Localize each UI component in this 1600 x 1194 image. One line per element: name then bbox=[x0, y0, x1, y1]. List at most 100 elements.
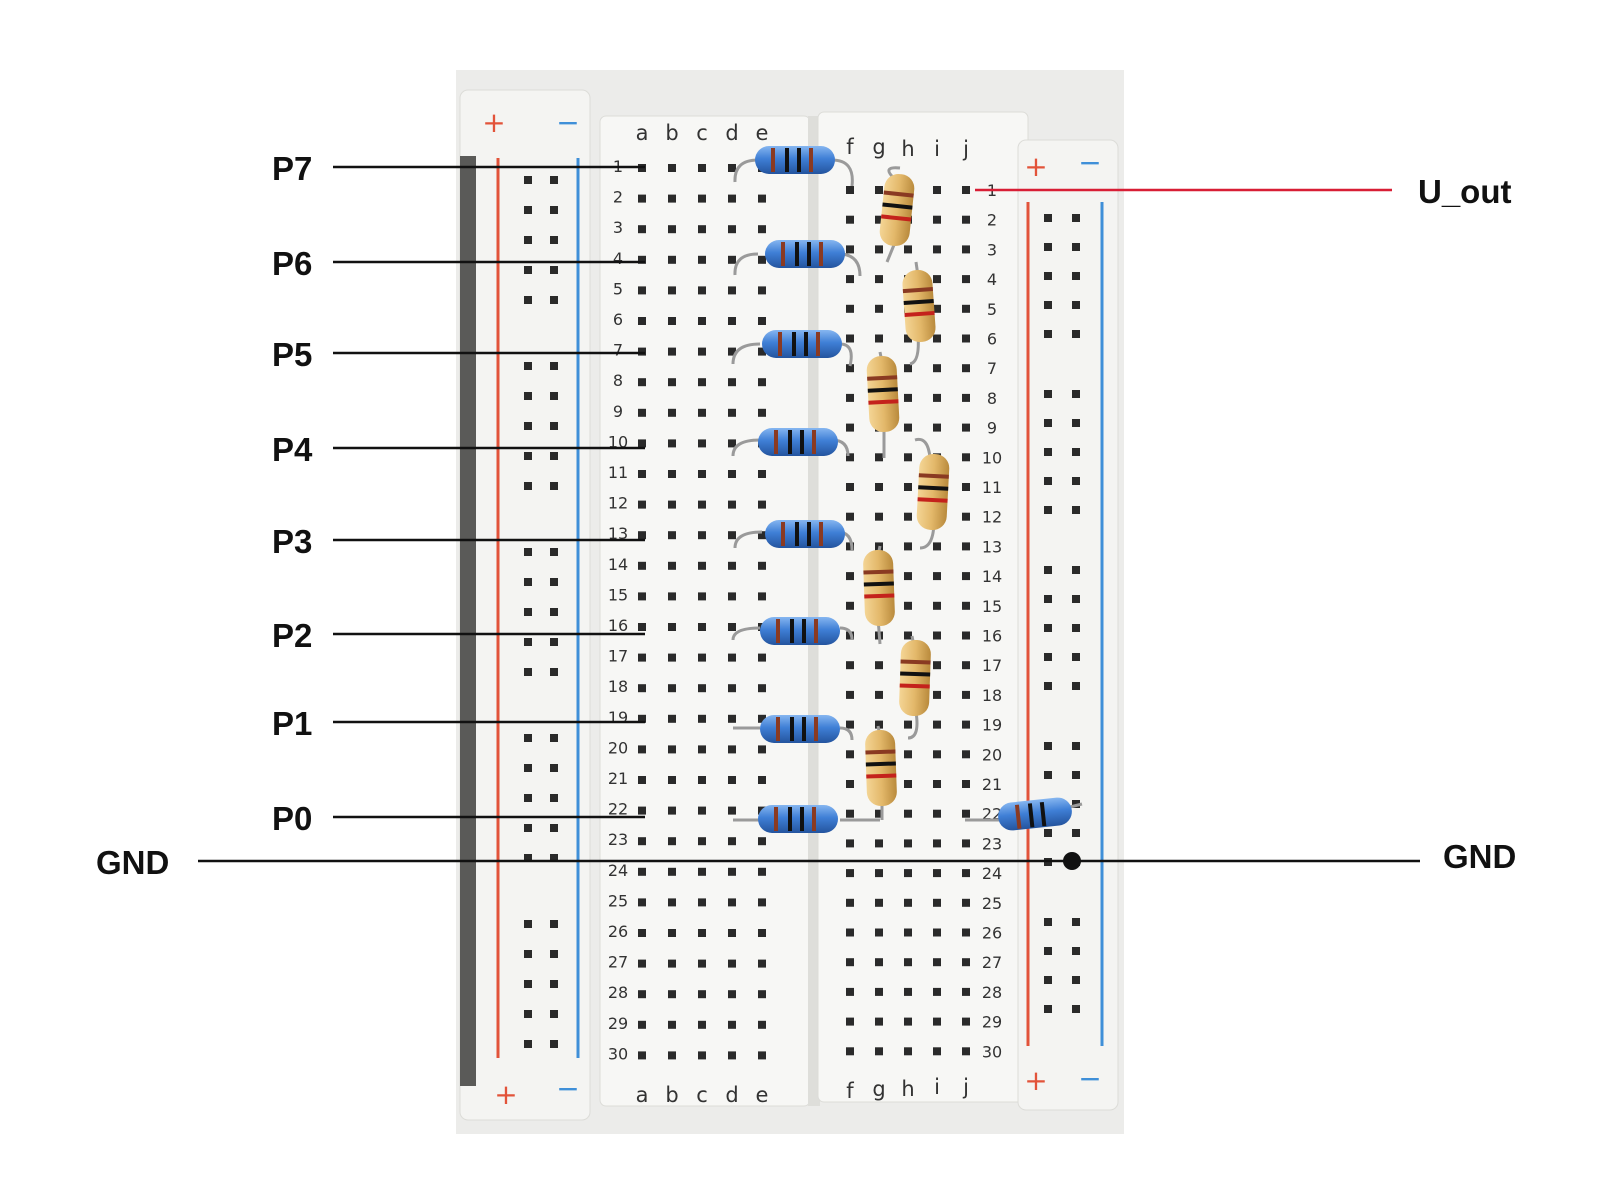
row-number: 25 bbox=[982, 894, 1002, 913]
band bbox=[809, 148, 813, 172]
row-numbers-right: 1234567891011121314151617181920212223242… bbox=[982, 181, 1002, 1061]
breadboard-hole bbox=[875, 275, 883, 284]
band bbox=[1039, 802, 1047, 827]
breadboard-hole bbox=[758, 347, 766, 356]
rail-hole bbox=[1044, 243, 1052, 251]
breadboard-hole bbox=[638, 378, 646, 387]
band bbox=[866, 773, 897, 779]
breadboard-hole bbox=[904, 750, 912, 759]
row-number: 23 bbox=[982, 834, 1002, 853]
rail-hole bbox=[524, 608, 532, 616]
breadboard-hole bbox=[698, 286, 706, 295]
rail-hole bbox=[1044, 624, 1052, 632]
row-number: 18 bbox=[608, 677, 628, 696]
rail-hole bbox=[1072, 653, 1080, 661]
resistor-body bbox=[762, 330, 842, 358]
band bbox=[900, 659, 931, 665]
rail-hole bbox=[1044, 390, 1052, 398]
breadboard-hole bbox=[933, 601, 941, 610]
row-number: 10 bbox=[982, 448, 1002, 467]
row-number: 18 bbox=[982, 686, 1002, 705]
column-letter: a bbox=[636, 121, 649, 145]
band bbox=[785, 148, 789, 172]
band bbox=[800, 807, 804, 831]
breadboard-hole bbox=[962, 393, 970, 402]
breadboard-hole bbox=[758, 225, 766, 234]
band bbox=[864, 593, 895, 599]
rail-hole bbox=[550, 176, 558, 184]
breadboard-hole bbox=[846, 750, 854, 759]
breadboard-hole bbox=[904, 1017, 912, 1026]
breadboard-hole bbox=[758, 531, 766, 540]
breadboard-hole bbox=[668, 561, 676, 570]
breadboard-hole bbox=[933, 690, 941, 699]
rail-hole bbox=[524, 548, 532, 556]
rail-hole bbox=[1072, 829, 1080, 837]
row-number: 5 bbox=[987, 300, 997, 319]
breadboard-hole bbox=[846, 809, 854, 818]
breadboard-hole bbox=[638, 776, 646, 784]
rail-hole bbox=[524, 296, 532, 304]
band bbox=[774, 807, 778, 831]
resistor-body bbox=[765, 240, 845, 268]
breadboard-hole bbox=[962, 275, 970, 284]
rail-hole bbox=[524, 392, 532, 400]
band bbox=[790, 619, 794, 643]
rail-plus-bottom-left: + bbox=[494, 1078, 517, 1111]
breadboard-hole bbox=[698, 561, 706, 570]
breadboard-hole bbox=[698, 225, 706, 234]
rail-minus-top-left: − bbox=[556, 106, 579, 139]
breadboard-hole bbox=[846, 304, 854, 313]
breadboard-hole bbox=[728, 317, 736, 325]
breadboard-hole bbox=[904, 780, 912, 788]
row-number: 4 bbox=[987, 270, 997, 289]
breadboard-hole bbox=[875, 512, 883, 521]
rail-hole bbox=[1072, 595, 1080, 603]
band bbox=[881, 214, 912, 222]
breadboard-hole bbox=[846, 542, 854, 551]
rail-hole bbox=[524, 824, 532, 832]
label-p5: P5 bbox=[272, 336, 312, 373]
breadboard-hole bbox=[904, 869, 912, 878]
breadboard-hole bbox=[933, 928, 941, 937]
resistor-2r-p1 bbox=[733, 715, 854, 743]
band bbox=[800, 430, 804, 454]
breadboard-hole bbox=[698, 439, 706, 448]
column-letter: e bbox=[756, 121, 769, 145]
breadboard-hole bbox=[933, 869, 941, 878]
breadboard-hole bbox=[758, 470, 766, 478]
rail-hole bbox=[1044, 214, 1052, 222]
breadboard-hole bbox=[758, 408, 766, 417]
row-number: 19 bbox=[982, 716, 1002, 735]
row-number: 28 bbox=[608, 983, 628, 1002]
resistor-2r-termination bbox=[965, 797, 1083, 831]
breadboard-hole bbox=[962, 1017, 970, 1026]
rail-minus-bottom-left: − bbox=[556, 1072, 579, 1105]
breadboard-hole bbox=[962, 483, 970, 491]
row-number: 11 bbox=[608, 463, 628, 482]
breadboard-hole bbox=[904, 631, 912, 640]
breadboard-hole bbox=[728, 225, 736, 234]
breadboard-hole bbox=[962, 186, 970, 194]
row-number: 25 bbox=[608, 891, 628, 910]
row-number: 16 bbox=[982, 627, 1002, 646]
breadboard-hole bbox=[728, 837, 736, 846]
resistor-body bbox=[760, 617, 840, 645]
row-number: 21 bbox=[982, 775, 1002, 794]
breadboard-hole bbox=[698, 684, 706, 693]
row-number: 19 bbox=[608, 708, 628, 727]
row-number: 20 bbox=[608, 738, 628, 757]
breadboard-hole bbox=[904, 393, 912, 402]
breadboard-hole bbox=[698, 806, 706, 815]
breadboard-hole bbox=[875, 869, 883, 878]
row-number: 3 bbox=[987, 240, 997, 259]
rail-hole bbox=[550, 392, 558, 400]
breadboard-hole bbox=[728, 531, 736, 540]
rail-hole bbox=[524, 266, 532, 274]
breadboard-hole bbox=[758, 255, 766, 264]
breadboard-hole bbox=[875, 661, 883, 670]
breadboard-hole bbox=[668, 653, 676, 662]
rail-hole bbox=[1044, 477, 1052, 485]
breadboard-hole bbox=[728, 990, 736, 999]
breadboard-hole bbox=[933, 1047, 941, 1056]
